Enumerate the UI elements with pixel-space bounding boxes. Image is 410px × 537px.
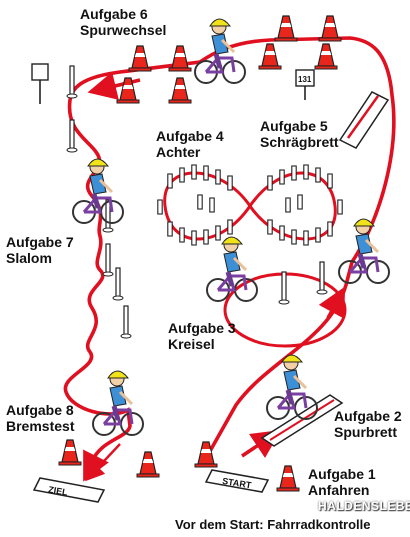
rider-brake-test (93, 371, 143, 435)
task-6-name: Spurwechsel (80, 22, 167, 38)
finish-cones (58, 439, 160, 478)
slanted-board (338, 91, 390, 149)
start-line (204, 469, 270, 493)
task-2-label: Aufgabe 2 Spurbrett (334, 408, 402, 440)
task-1-label: Aufgabe 1 Anfahren (308, 466, 376, 498)
track-board (260, 394, 344, 447)
rider-slanted-board (339, 219, 389, 283)
task-4-name: Achter (156, 144, 201, 160)
task-4-label: Aufgabe 4 Achter (156, 128, 224, 160)
finish-marker-text: ZIEL (48, 484, 69, 497)
blank-sign (31, 63, 49, 104)
task-3-label: Aufgabe 3 Kreisel (168, 320, 236, 352)
rider-slalom (73, 159, 123, 223)
number-sign-text: 131 (298, 75, 312, 84)
task-4-title: Aufgabe 4 (156, 128, 224, 144)
rider-roundabout (207, 237, 257, 301)
slalom-posts (66, 65, 132, 339)
task-1-name: Anfahren (308, 482, 370, 498)
task-5-title: Aufgabe 5 (260, 118, 328, 134)
task-7-title: Aufgabe 7 (6, 234, 74, 250)
footer-note: Vor dem Start: Fahrradkontrolle (175, 517, 371, 532)
task-7-label: Aufgabe 7 Slalom (6, 234, 74, 266)
task-1-title: Aufgabe 1 (308, 466, 376, 482)
task-8-title: Aufgabe 8 (6, 402, 74, 418)
watermark-logo: HALDENSLEBEN (318, 499, 410, 513)
task-6-label: Aufgabe 6 Spurwechsel (80, 6, 166, 38)
task-5-name: Schrägbrett (260, 134, 339, 150)
task-2-name: Spurbrett (334, 424, 397, 440)
task-5-label: Aufgabe 5 Schrägbrett (260, 118, 339, 150)
number-sign: 131 (295, 69, 315, 100)
task-8-name: Bremstest (6, 418, 75, 434)
finish-brake-arrow (85, 443, 121, 482)
roundabout-posts (278, 261, 328, 305)
finish-line (32, 477, 106, 503)
task-6-title: Aufgabe 6 (80, 6, 148, 22)
route-arrow-top (87, 71, 141, 100)
start-marker-text: START (222, 476, 253, 491)
figure-eight-path (163, 171, 337, 241)
task-3-title: Aufgabe 3 (168, 320, 236, 336)
task-7-name: Slalom (6, 250, 52, 266)
route-arrow-right (318, 286, 346, 319)
task-2-title: Aufgabe 2 (334, 408, 402, 424)
task-8-label: Aufgabe 8 Bremstest (6, 402, 74, 434)
task-3-name: Kreisel (168, 336, 215, 352)
rider-lane-change (195, 19, 245, 83)
